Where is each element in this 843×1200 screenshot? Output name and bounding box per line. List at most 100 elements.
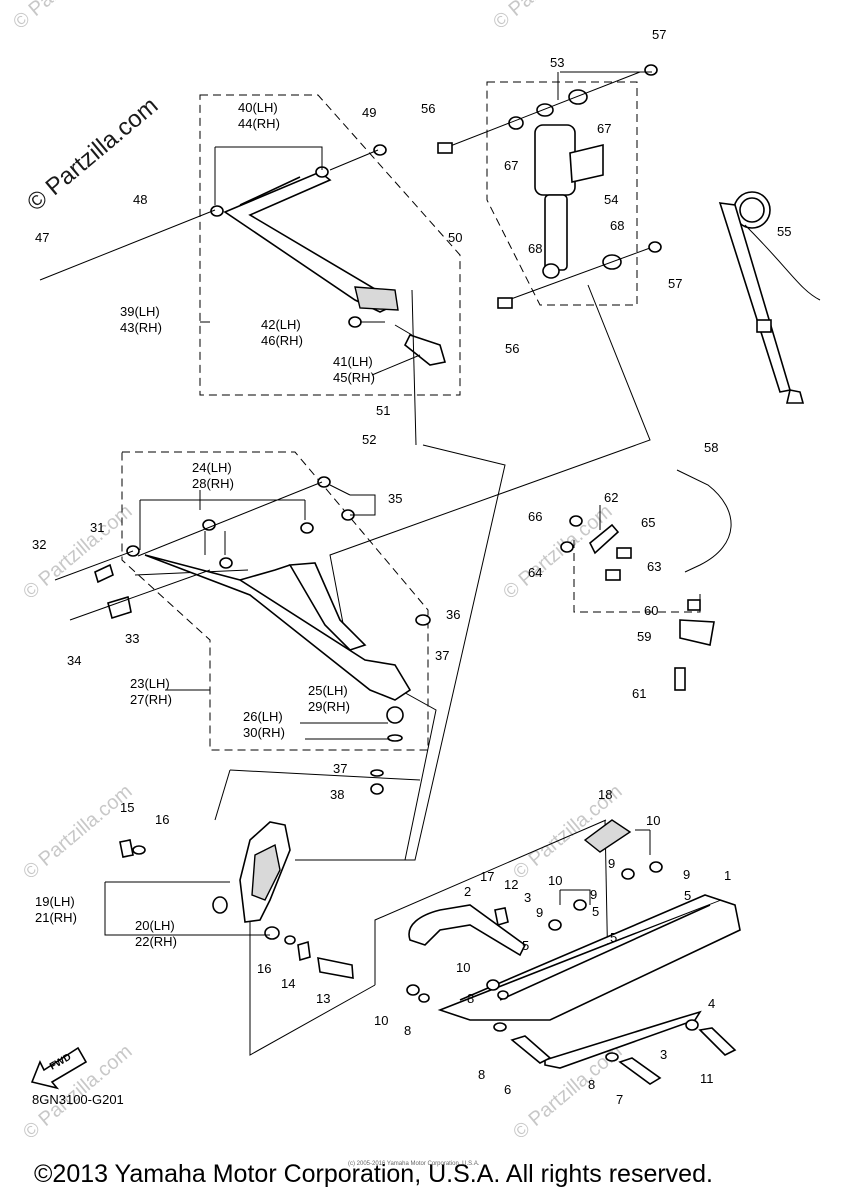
callout-label: 40(LH) bbox=[238, 100, 278, 115]
copyright-notice: ©2013 Yamaha Motor Corporation, U.S.A. A… bbox=[34, 1160, 713, 1188]
callout-label: 10 bbox=[456, 960, 470, 975]
callout-label: 19(LH) bbox=[35, 894, 75, 909]
callout-label: 5 bbox=[522, 938, 529, 953]
callout-label: 28(RH) bbox=[192, 476, 234, 491]
callout-label: 42(LH) bbox=[261, 317, 301, 332]
callout-label: 5 bbox=[592, 904, 599, 919]
callout-label: 39(LH) bbox=[120, 304, 160, 319]
callout-label: 6 bbox=[504, 1082, 511, 1097]
shock-absorber bbox=[437, 64, 662, 309]
callout-label: 18 bbox=[598, 787, 612, 802]
callout-label: 31 bbox=[90, 520, 104, 535]
callout-label: 36 bbox=[446, 607, 460, 622]
callout-label: 10 bbox=[374, 1013, 388, 1028]
callout-label: 5 bbox=[610, 930, 617, 945]
callout-label: 57 bbox=[652, 27, 666, 42]
watermark-faint: © Partzilla.com bbox=[19, 500, 136, 603]
group-boxes bbox=[121, 81, 701, 751]
gauge-tool bbox=[718, 191, 821, 404]
callout-label: 68 bbox=[528, 241, 542, 256]
watermark-faint: © Partzilla.com bbox=[489, 0, 606, 34]
callout-label: 30(RH) bbox=[243, 725, 285, 740]
callout-label: 9 bbox=[590, 887, 597, 902]
callout-label: 68 bbox=[610, 218, 624, 233]
watermark-faint: © Partzilla.com bbox=[499, 500, 616, 603]
callout-label: 32 bbox=[32, 537, 46, 552]
callout-label: 20(LH) bbox=[135, 918, 175, 933]
callout-label: 37 bbox=[333, 761, 347, 776]
callout-label: 56 bbox=[505, 341, 519, 356]
callout-label: 62 bbox=[604, 490, 618, 505]
callout-label: 3 bbox=[524, 890, 531, 905]
callout-label: 56 bbox=[421, 101, 435, 116]
callout-label: 37 bbox=[435, 648, 449, 663]
watermark-faint: © Partzilla.com bbox=[19, 780, 136, 883]
callout-label: 22(RH) bbox=[135, 934, 177, 949]
callout-label: 41(LH) bbox=[333, 354, 373, 369]
callout-label: 12 bbox=[504, 877, 518, 892]
callout-label: 14 bbox=[281, 976, 295, 991]
callout-label: 13 bbox=[316, 991, 330, 1006]
callout-label: 46(RH) bbox=[261, 333, 303, 348]
callout-label: 54 bbox=[604, 192, 618, 207]
callout-label: 8 bbox=[478, 1067, 485, 1082]
callout-label: 65 bbox=[641, 515, 655, 530]
callout-label: 47 bbox=[35, 230, 49, 245]
ski bbox=[406, 819, 741, 1085]
callout-label: 38 bbox=[330, 787, 344, 802]
callout-label: 10 bbox=[548, 873, 562, 888]
callout-label: 64 bbox=[528, 565, 542, 580]
callout-label: 7 bbox=[616, 1092, 623, 1107]
callout-label: 52 bbox=[362, 432, 376, 447]
callout-label: 26(LH) bbox=[243, 709, 283, 724]
upper-a-arm bbox=[39, 144, 447, 366]
callout-label: 49 bbox=[362, 105, 376, 120]
callout-label: 35 bbox=[388, 491, 402, 506]
callout-label: 55 bbox=[777, 224, 791, 239]
callout-label: 9 bbox=[683, 867, 690, 882]
callout-label: 66 bbox=[528, 509, 542, 524]
callout-label: 59 bbox=[637, 629, 651, 644]
callout-label: 60 bbox=[644, 603, 658, 618]
callout-label: 9 bbox=[536, 905, 543, 920]
callout-label: 25(LH) bbox=[308, 683, 348, 698]
callout-label: 3 bbox=[660, 1047, 667, 1062]
callout-label: 67 bbox=[597, 121, 611, 136]
callout-label: 63 bbox=[647, 559, 661, 574]
leader-lines bbox=[104, 71, 652, 936]
callout-label: 27(RH) bbox=[130, 692, 172, 707]
callout-label: 9 bbox=[608, 856, 615, 871]
callout-label: 24(LH) bbox=[192, 460, 232, 475]
callout-label: 51 bbox=[376, 403, 390, 418]
callout-label: 5 bbox=[684, 888, 691, 903]
callout-label: 8 bbox=[404, 1023, 411, 1038]
copyright-small: (c) 2005-2016 Yamaha Motor Corporation, … bbox=[348, 1161, 480, 1167]
callout-label: 1 bbox=[724, 868, 731, 883]
callout-label: 29(RH) bbox=[308, 699, 350, 714]
callout-label: 43(RH) bbox=[120, 320, 162, 335]
callout-label: 15 bbox=[120, 800, 134, 815]
callout-label: 16 bbox=[257, 961, 271, 976]
callout-label: 10 bbox=[646, 813, 660, 828]
linkage bbox=[560, 469, 732, 691]
lower-a-arm bbox=[54, 289, 431, 795]
callout-label: 45(RH) bbox=[333, 370, 375, 385]
callout-label: 8 bbox=[467, 991, 474, 1006]
spindle bbox=[119, 821, 354, 979]
callout-label: 58 bbox=[704, 440, 718, 455]
callout-label: 2 bbox=[464, 884, 471, 899]
callout-label: 50 bbox=[448, 230, 462, 245]
callout-label: 23(LH) bbox=[130, 676, 170, 691]
callout-label: 48 bbox=[133, 192, 147, 207]
callout-label: 57 bbox=[668, 276, 682, 291]
callout-label: 4 bbox=[708, 996, 715, 1011]
callouts: 1 2 3 3 4 5 5 5 5 6 7 8 8 8 8 9 9 9 9 10… bbox=[32, 27, 791, 1107]
callout-label: 53 bbox=[550, 55, 564, 70]
callout-label: 8 bbox=[588, 1077, 595, 1092]
callout-label: 16 bbox=[155, 812, 169, 827]
callout-label: 44(RH) bbox=[238, 116, 280, 131]
diagram-code: 8GN3100-G201 bbox=[32, 1092, 124, 1107]
callout-label: 17 bbox=[480, 869, 494, 884]
callout-label: 33 bbox=[125, 631, 139, 646]
callout-label: 21(RH) bbox=[35, 910, 77, 925]
